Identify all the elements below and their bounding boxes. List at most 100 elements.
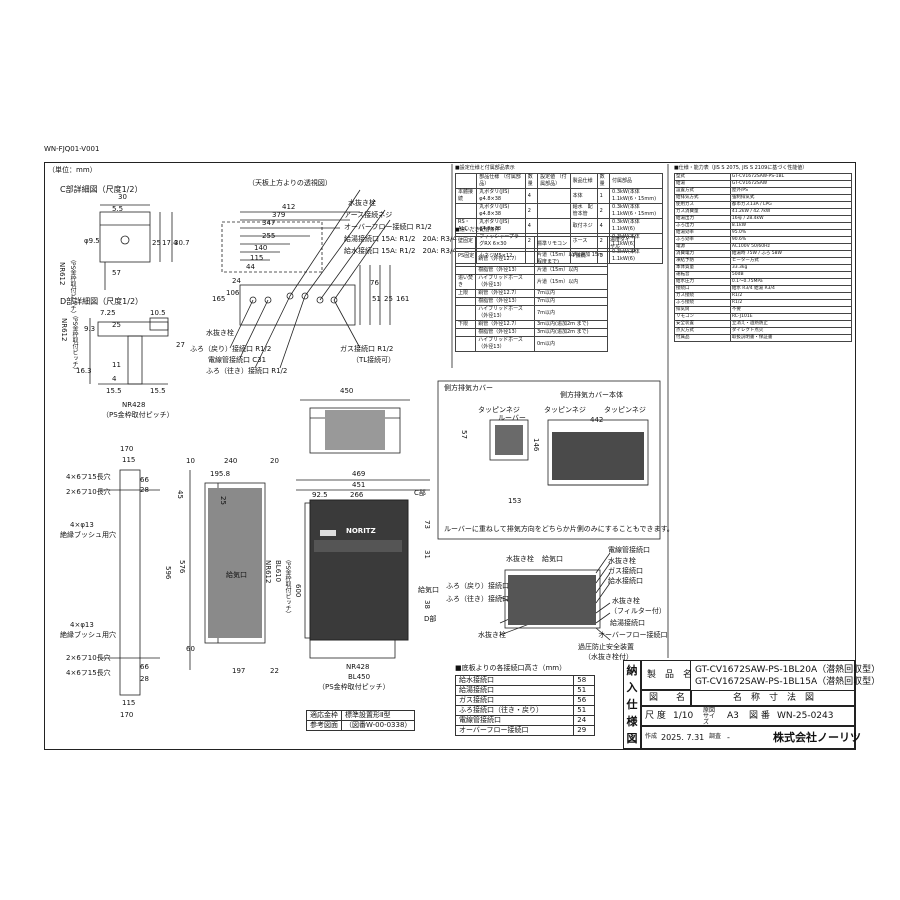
side-exhaust-title: 側方排気カバー [444,384,493,392]
b-water-drain: 水抜き栓 [506,555,534,563]
louver-note: ルーバーに重ねして排気方向をどちらか片側のみにすることもできます。 [444,525,674,533]
spec-row: 付属品取扱説明書・保証書 [674,334,853,342]
plate-dim-45: 45 [176,490,184,499]
connection-row-cell: 電線管接続口 [454,715,575,726]
bath-row-cell: ハイブリッドホース（外径13） [475,305,535,321]
spec-row-cell: 型式 [674,173,731,181]
no-label: 図 番 [749,711,770,721]
spec-row-cell: 給湯効率 [674,229,731,237]
spec-row-cell: 点火方式 [674,327,731,335]
c-nr612: NR612 [58,262,66,286]
std-spec-row-cell: 0.3kW(本体1.1kW(6・15mm) [609,203,663,219]
std-spec-row-cell: 2 [524,203,539,219]
bath-row: ハイブリッドホース（外径13）7m以内 [454,305,635,321]
drawing-no: WN-25-0243 [777,711,834,721]
spec-row-cell: 給湯時 75W / ふろ 58W [729,250,853,258]
front-pitch: （PS金枠取付ピッチ） [284,556,291,618]
connection-row-cell: 24 [573,715,595,726]
front-air-in: 給気口 [418,586,439,594]
bath-row-cell: 銅管（外径12.7） [475,251,535,267]
spec-row-cell: 95.0% [729,229,853,237]
b-drain2: 水抜き栓 [612,597,640,605]
std-spec-row-cell: 4 [524,218,539,234]
std-spec-header-cell: 設定値 （付属部品） [537,173,571,189]
exh-dim-153: 153 [508,497,522,505]
spec-row-cell: 33.3kg [729,264,853,272]
label-hot-out: 給湯接続口 15A: R1/2 20A: R3/4 [344,235,457,243]
std-spec-header: 部品仕様 （付属部品）数量設定値 （付属部品）製品仕様数量付属部品 [454,173,663,189]
connection-row-cell: 56 [573,695,595,706]
top-dim-25: 25 [384,295,393,303]
title-block: 納入仕様図 製 品 名 GT-CV1672SAW-PS-1BL20A（潜熱回収型… [623,660,880,749]
bath-row: 銅管（外径12.7）片道（15m）以内(追加 15m 程度まで) [454,251,635,267]
check-label: 調査 [709,733,722,740]
side-exhaust-body: 側方排気カバー本体 [560,391,623,399]
spec-row-cell: 本体質量 [674,264,731,272]
connection-row-cell: オーバーフロー接続口 [454,725,575,736]
louver: ルーバー [498,414,526,422]
label-water-in: 給水接続口 15A: R1/2 20A: R3/4 [344,247,457,255]
title-vertical-char: 入 [626,681,638,694]
top-dim-412: 412 [282,203,296,211]
spec-row-cell: 8.1kW [729,222,853,230]
top-dim-24: 24 [232,277,241,285]
bath-row-cell: 7m以内 [533,305,608,321]
b-gas: ガス接続口 [608,567,643,575]
top-dim-106: 106 [226,289,240,297]
b-overflow: オーバーフロー接続口 [598,631,668,639]
label-tl: （TL接続可） [352,356,396,364]
date-label: 作成 [645,733,658,740]
spec-row-cell: ふろ接続 [674,299,731,307]
bath-row-cell: 7m以内 [533,297,608,306]
spec-row-cell: 0.1〜0.75MPa [729,278,853,286]
spec-row: 設置方式屋外/PS [674,187,853,195]
bath-title: ■追いだき配管条件 [455,227,500,233]
spec-row-cell: GT-CV1672SAW-PS-1BL [729,173,853,181]
spec-row: 使用ガス都市ガス13A / LPG [674,201,853,209]
bath-row-cell: 樹脂管（外径13） [475,266,535,275]
side-dim-240: 240 [224,457,238,465]
c-detail-title: C部詳細図（尺度1/2） [60,185,143,194]
b-drain3: 水抜き栓 [478,631,506,639]
d-dim-25: 25 [112,321,121,329]
bath-row-cell: 銅管（外径12.7） [475,289,535,298]
d-dim-93: 9.3 [84,325,96,333]
bath-row-cell: 3m以内(追加2m まで) [533,328,608,337]
d-nr612-sub: （PS金枠取付ピッチ） [71,312,78,374]
b-relief-sub: （水抜き栓付） [584,653,633,661]
plate-dim-28: 28 [140,486,149,494]
bath-row: 樹脂管（外径13）片道（15m）以内 [454,266,635,275]
spec-row-cell: 給湯 [674,180,731,188]
bath-row-cell: 7m以内 [533,289,608,298]
c-dim-30: 30 [118,193,127,201]
bath-row-cell [454,328,477,337]
plate-hole3: 4×φ13 [70,521,94,529]
bath-row: ハイブリッドホース（外径13）0m以内 [454,336,635,352]
front-dim-450: 450 [340,387,354,395]
std-spec-row-cell: 0.3kW(本体1.1kW(6) [609,218,663,234]
top-dim-76: 76 [370,279,379,287]
d-dim-105: 10.5 [150,309,166,317]
d-dim-4: 4 [112,375,117,383]
b-filter: （フィルター付） [610,607,666,615]
date: 2025. 7.31 [661,733,705,742]
install-val2: （図番W-00-0338） [340,720,416,731]
unit-label: （単位：mm） [48,166,97,174]
spec-row-cell: ふろ効率 [674,236,731,244]
bath-row-cell [454,251,477,267]
label-water-drain: 水抜き栓 [348,199,376,207]
std-spec-row-cell: 取付ネジ [569,218,598,234]
std-spec-row-cell: 丸ポタリ(JIS) φ4.8×38 [476,203,526,219]
std-spec-row-cell [537,188,571,204]
bath-pipe-table: 標準リモコン温度ダイヤル銅管（外径12.7）片道（15m）以内(追加 15m 程… [454,236,636,352]
plate-bush1: 絶縁ブッシュ用穴 [60,531,116,539]
spec-row: 安全装置立消え・過熱防止 [674,320,853,328]
